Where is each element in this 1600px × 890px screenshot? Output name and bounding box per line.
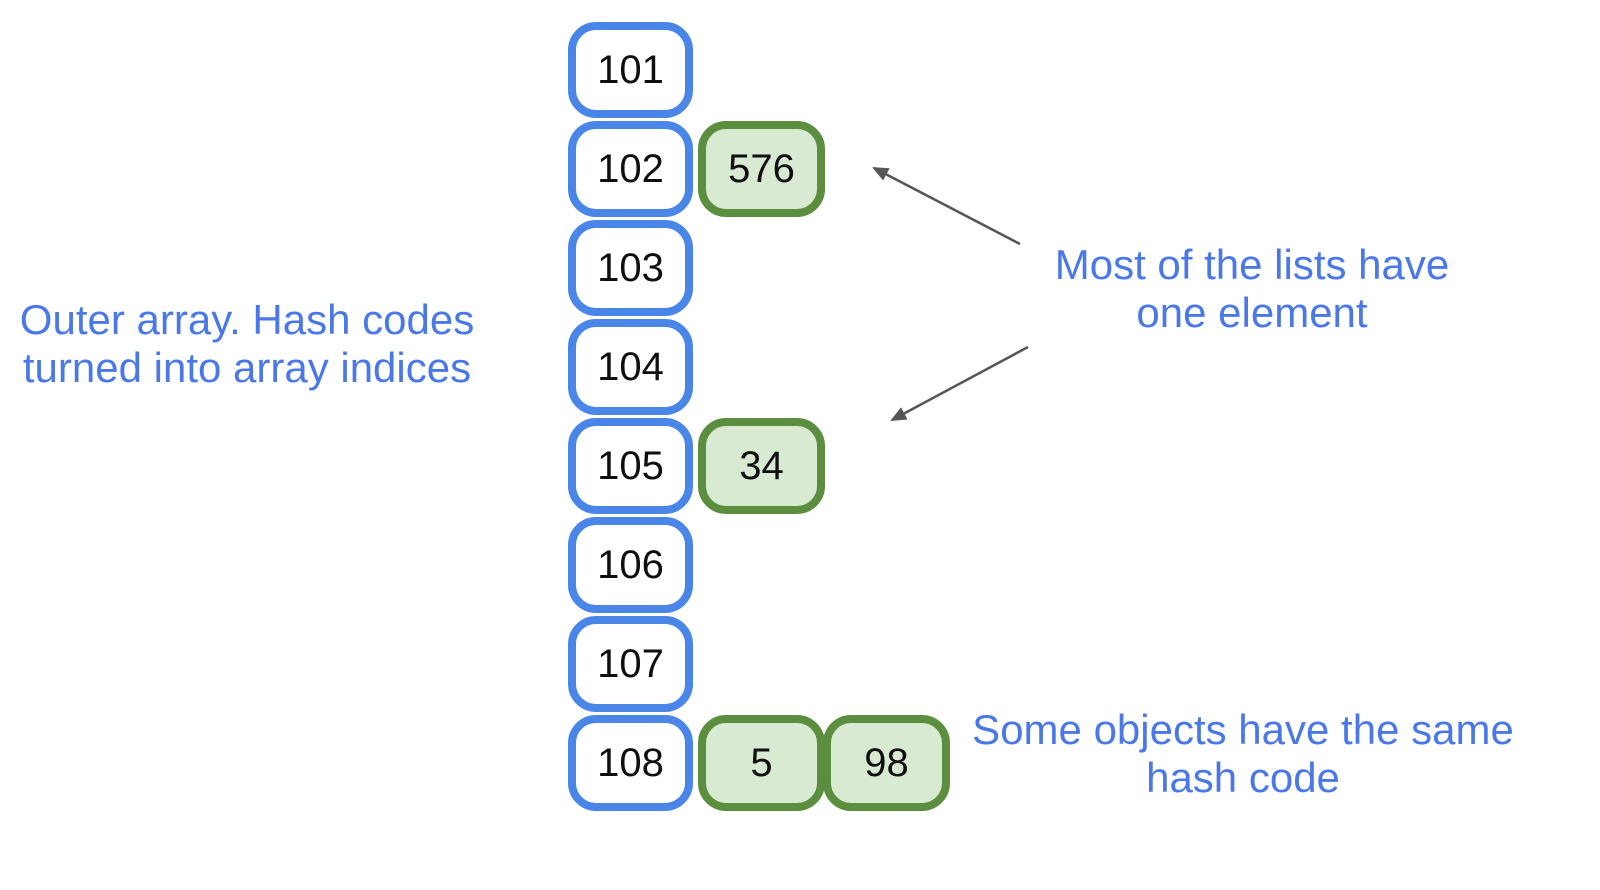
- bucket-row-101: 101: [568, 22, 950, 118]
- bucket-row-104: 104: [568, 319, 950, 415]
- bucket-102: 102: [568, 121, 693, 217]
- bucket-106: 106: [568, 517, 693, 613]
- chain-item-108-98: 98: [823, 715, 950, 811]
- bucket-103: 103: [568, 220, 693, 316]
- bucket-row-106: 106: [568, 517, 950, 613]
- bucket-101: 101: [568, 22, 693, 118]
- bucket-row-107: 107: [568, 616, 950, 712]
- bucket-105: 105: [568, 418, 693, 514]
- most-lists-label: Most of the lists have one element: [1054, 241, 1450, 336]
- bucket-104: 104: [568, 319, 693, 415]
- bucket-108: 108: [568, 715, 693, 811]
- bucket-107: 107: [568, 616, 693, 712]
- outer-array-label: Outer array. Hash codes turned into arra…: [19, 296, 475, 391]
- chain-item-108-5: 5: [698, 715, 825, 811]
- bucket-row-103: 103: [568, 220, 950, 316]
- chain-item-102-576: 576: [698, 121, 825, 217]
- chain-item-105-34: 34: [698, 418, 825, 514]
- same-hash-label: Some objects have the same hash code: [972, 706, 1514, 801]
